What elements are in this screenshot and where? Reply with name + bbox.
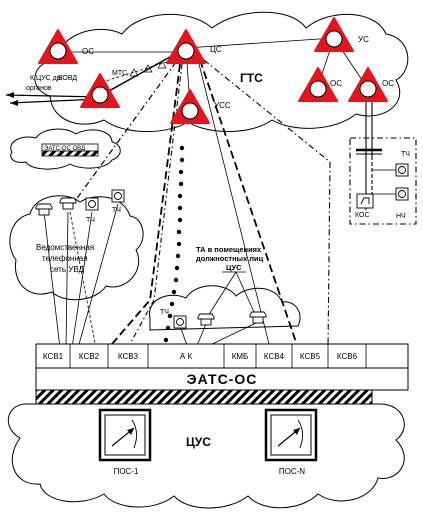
pos-1-terminal: ПОС-1 xyxy=(98,408,152,476)
phone-icon xyxy=(173,315,187,329)
node-os-right-1: ОС xyxy=(298,67,342,102)
tch-label-right: ТЧ xyxy=(401,151,410,158)
svg-text:телефонная: телефонная xyxy=(42,254,88,263)
svg-text:ЦУС: ЦУС xyxy=(226,263,242,272)
svg-text:ОС: ОС xyxy=(382,79,394,88)
tch-label-dept-2: ТЧ xyxy=(112,207,121,214)
departmental-label: Ведомственная телефонная сеть УВД xyxy=(36,243,94,274)
svg-text:ЦС: ЦС xyxy=(210,45,222,54)
block-ksv5: КСВ5 xyxy=(300,352,321,361)
svg-text:ЭАТС-ОС ОВД: ЭАТС-ОС ОВД xyxy=(44,146,85,152)
kos-box: КОС xyxy=(355,193,374,219)
svg-text:ПОС-1: ПОС-1 xyxy=(114,467,139,476)
svg-text:органов: органов xyxy=(26,85,52,92)
node-usc: УСС xyxy=(170,89,231,124)
svg-text:К ЦУС др.: К ЦУС др. xyxy=(30,75,63,82)
nch-label: НЧ xyxy=(396,213,406,220)
mts-label: МТС xyxy=(112,70,127,77)
switch-blocks-row: КСВ1 КСВ2 КСВ3 А К КМБ КСВ4 КСВ5 КСВ6 xyxy=(35,343,409,369)
node-cs: ЦС xyxy=(166,29,222,64)
gts-cloud xyxy=(34,11,409,132)
eats-os-block: ЭАТС-ОС xyxy=(35,367,409,405)
svg-text:ЭАТС-ОС: ЭАТС-ОС xyxy=(187,371,258,387)
block-ksv1: КСВ1 xyxy=(43,352,64,361)
dotted-link xyxy=(163,145,185,343)
block-kmb: КМБ xyxy=(232,352,249,361)
node-us: УС xyxy=(314,17,369,52)
phone-icon xyxy=(395,187,409,201)
svg-text:КОС: КОС xyxy=(355,212,370,219)
block-ksv4: КСВ4 xyxy=(264,352,285,361)
svg-text:УС: УС xyxy=(358,35,369,44)
block-ksv6: КСВ6 xyxy=(337,352,358,361)
svg-text:должностных лиц: должностных лиц xyxy=(196,254,264,263)
phone-icon xyxy=(111,189,125,203)
block-ksv3: КСВ3 xyxy=(118,352,139,361)
eats-ovd-block: ЭАТС-ОС ОВД xyxy=(41,143,99,157)
tch-label-dept: ТЧ xyxy=(86,217,95,224)
node-os-top-left: ОС xyxy=(38,29,94,64)
ta-officials-label: ТА в помещениях должностных лиц ЦУС xyxy=(196,245,264,273)
cus-cloud xyxy=(8,403,405,509)
phone-icon xyxy=(85,197,99,211)
block-ksv2: КСВ2 xyxy=(79,352,100,361)
to-other-cus-label: К ЦУС др. ВОВД органов xyxy=(26,75,77,92)
cus-label: ЦУС xyxy=(186,435,211,449)
svg-text:сеть УВД: сеть УВД xyxy=(50,265,84,274)
gts-label: ГТС xyxy=(240,71,263,85)
svg-text:ТА в помещениях: ТА в помещениях xyxy=(196,245,262,254)
svg-text:ПОС-N: ПОС-N xyxy=(279,467,305,476)
tch-label-cus: ТЧ xyxy=(160,309,169,316)
svg-text:ВОВД: ВОВД xyxy=(58,75,77,82)
svg-text:ОС: ОС xyxy=(82,47,94,56)
departmental-links xyxy=(43,203,119,349)
block-ak: А К xyxy=(180,352,193,361)
node-os-right-2: ОС xyxy=(348,67,394,102)
svg-text:УСС: УСС xyxy=(214,101,231,110)
pos-n-terminal: ПОС-N xyxy=(264,408,318,476)
svg-text:Ведомственная: Ведомственная xyxy=(36,243,94,252)
phone-icon xyxy=(395,163,409,177)
svg-text:ОС: ОС xyxy=(330,79,342,88)
